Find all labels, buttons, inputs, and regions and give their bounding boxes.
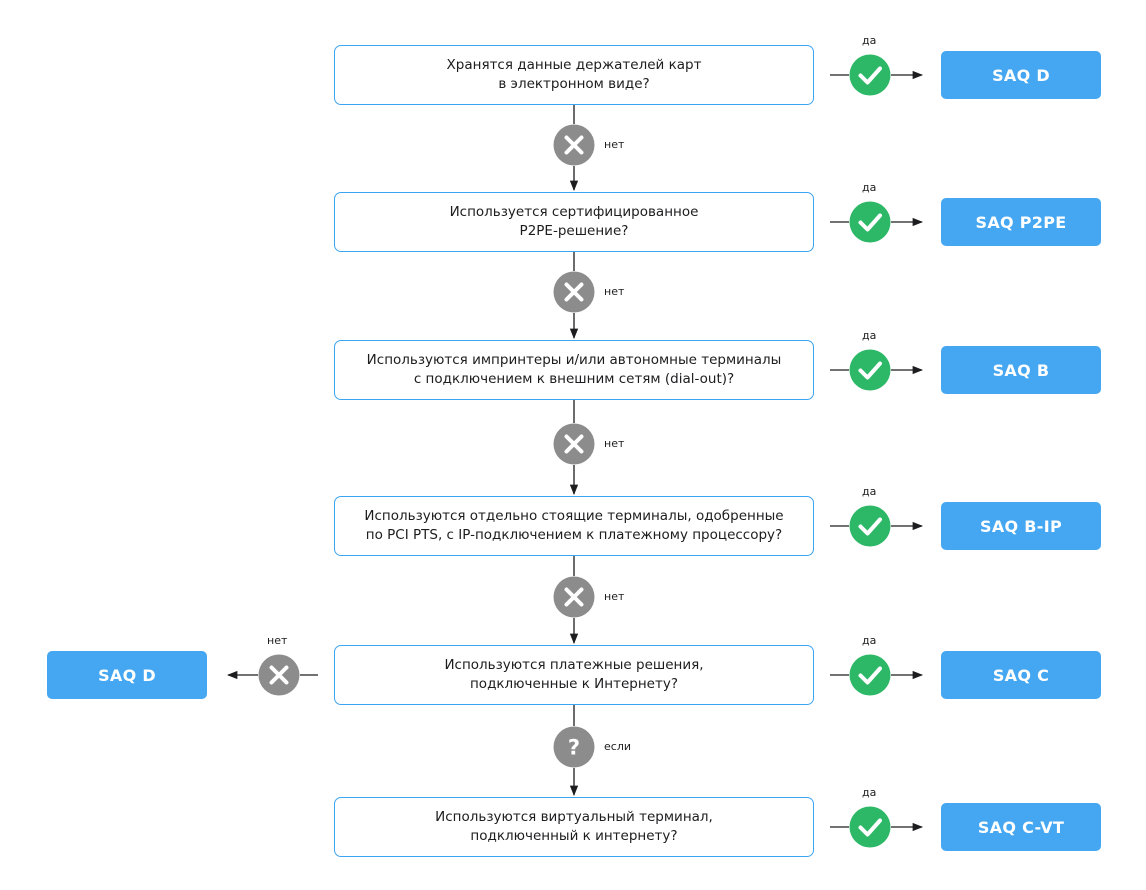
question-text-line: в электронном виде? [498,76,650,92]
check-icon [849,349,891,391]
yes-label: да [862,34,877,47]
yes-label: да [862,329,877,342]
result-box: SAQ D [941,51,1101,99]
check-icon [849,54,891,96]
question-text-line: P2PE-решение? [519,223,629,239]
question-text-line: с подключением к внешним сетям (dial-out… [413,371,735,387]
cross-icon [553,423,595,465]
question-box: Хранятся данные держателей карт в электро… [334,45,814,105]
result-box: SAQ B [941,346,1101,394]
question-text-line: Используются отдельно стоящие терминалы,… [364,508,784,524]
yes-label: да [862,181,877,194]
question-text-line: Хранятся данные держателей карт [446,57,702,73]
check-icon [849,654,891,696]
question-text-line: подключенные к Интернету? [469,676,679,692]
cross-icon [258,654,300,696]
result-box-no: SAQ D [47,651,207,699]
cross-icon [553,271,595,313]
check-icon [849,505,891,547]
result-box: SAQ B-IP [941,502,1101,550]
question-text-line: Используются виртуальный терминал, [435,809,713,825]
if-label: если [604,740,631,753]
no-label: нет [604,285,625,298]
question-text-line: по PCI PTS, с IP-подключением к платежно… [365,527,783,543]
question-box: Используются платежные решения, подключен… [334,645,814,705]
yes-label: да [862,485,877,498]
question-text-line: Используются импринтеры и/или автономные… [366,352,782,368]
question-text-line: подключенный к интернету? [470,828,678,844]
cross-icon [553,124,595,166]
result-box: SAQ P2PE [941,198,1101,246]
no-label: нет [267,634,288,647]
svg-text:?: ? [568,736,580,760]
cross-icon [553,576,595,618]
question-text-line: Используется сертифицированное [449,204,699,220]
no-label: нет [604,138,625,151]
check-icon [849,201,891,243]
no-label: нет [604,437,625,450]
yes-label: да [862,634,877,647]
yes-label: да [862,786,877,799]
question-box: Используются виртуальный терминал, подклю… [334,797,814,857]
question-icon: ? [553,726,595,768]
question-text-line: Используются платежные решения, [444,657,704,673]
question-box: Используются импринтеры и/или автономные… [334,340,814,400]
result-box: SAQ C-VT [941,803,1101,851]
question-box: Используются отдельно стоящие терминалы,… [334,496,814,556]
result-box: SAQ C [941,651,1101,699]
check-icon [849,806,891,848]
no-label: нет [604,590,625,603]
